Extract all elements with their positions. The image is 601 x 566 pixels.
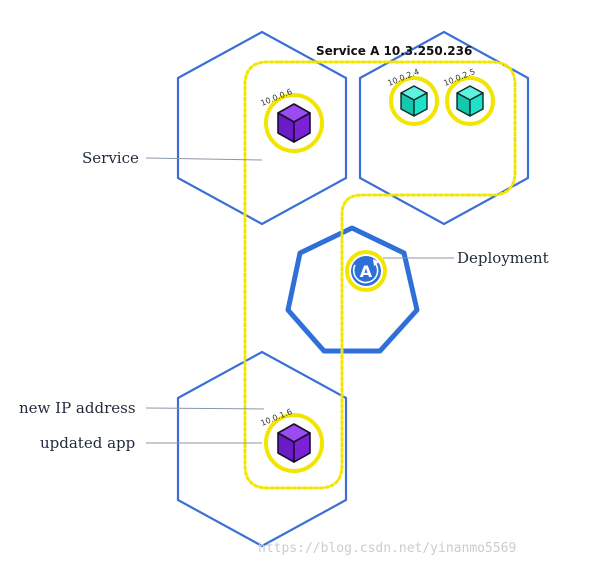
node-hexagon-bottom xyxy=(176,350,348,548)
pod-10-0-1-6: 10.0.1.6 xyxy=(259,407,324,473)
watermark: https://blog.csdn.net/yinanmo5569 xyxy=(258,541,516,556)
deployment-heptagon xyxy=(285,225,420,354)
deployment-letter: A xyxy=(360,262,373,281)
purple-cube-icon xyxy=(277,103,311,143)
pod-10-0-2-4: 10.0.2.4 xyxy=(386,67,439,126)
new-ip-label: new IP address xyxy=(19,399,136,417)
teal-cube-icon xyxy=(456,85,484,117)
pod-10-0-0-6: 10.0.0.6 xyxy=(259,87,324,153)
node-hexagon-top-left xyxy=(176,30,348,226)
leader-line-service xyxy=(145,157,263,161)
service-title: Service A 10.3.250.236 xyxy=(316,44,472,58)
deployment-label: Deployment xyxy=(457,249,549,267)
leader-line-new-ip xyxy=(145,407,265,410)
service-boundary-outline xyxy=(243,60,517,490)
deployment-icon: A xyxy=(345,250,387,292)
service-label: Service xyxy=(82,149,139,167)
pod-10-0-2-5: 10.0.2.5 xyxy=(442,67,495,126)
node-hexagon-top-right xyxy=(358,30,530,226)
purple-cube-icon xyxy=(277,423,311,463)
teal-cube-icon xyxy=(400,85,428,117)
updated-app-label: updated app xyxy=(40,434,135,452)
